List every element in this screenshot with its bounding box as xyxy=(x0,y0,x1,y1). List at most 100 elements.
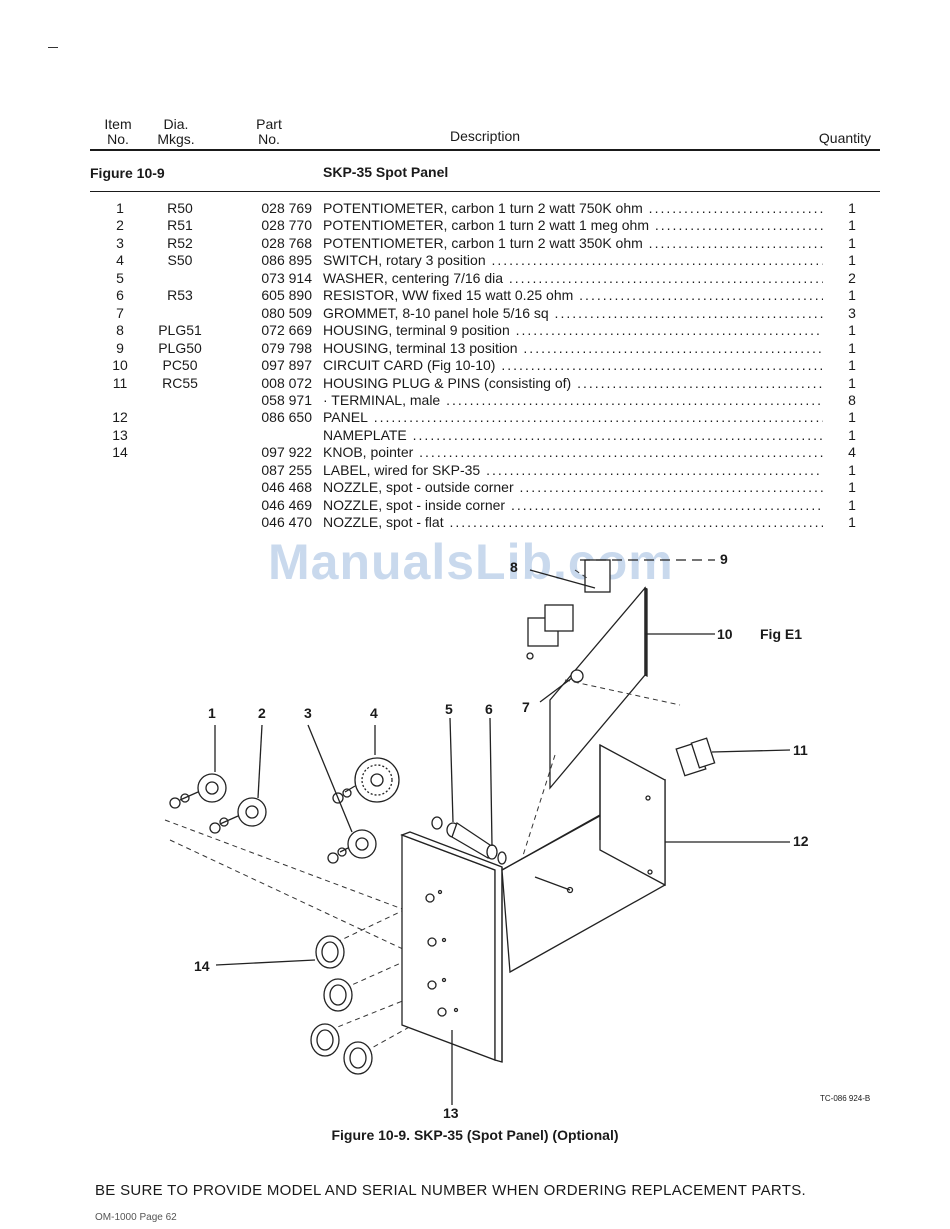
header-dia-line1: Dia. xyxy=(163,116,189,132)
quantity: 1 xyxy=(848,374,856,391)
leader-dots: ........................................… xyxy=(486,461,823,478)
leader-dots: ........................................… xyxy=(654,217,823,234)
part-number: 072 669 xyxy=(261,322,312,339)
leader-dots: ........................................… xyxy=(508,269,823,286)
callout-2: 2 xyxy=(258,705,266,721)
diagram-marking: PLG51 xyxy=(158,322,202,339)
description: · TERMINAL, male .......................… xyxy=(323,392,823,409)
quantity: 1 xyxy=(848,339,856,356)
description: HOUSING, terminal 13 position ..........… xyxy=(323,340,823,357)
callout-5: 5 xyxy=(445,701,453,717)
description-text: POTENTIOMETER, carbon 1 turn 2 watt 350K… xyxy=(323,234,643,251)
description: NOZZLE, spot - flat ....................… xyxy=(323,514,823,531)
description: CIRCUIT CARD (Fig 10-10) ...............… xyxy=(323,357,823,374)
callout-11: 11 xyxy=(793,742,808,758)
potentiometer-1 xyxy=(169,773,227,809)
description-text: · TERMINAL, male xyxy=(323,391,441,408)
leader-dots: ........................................… xyxy=(577,374,823,391)
header-item-line2: No. xyxy=(107,131,129,147)
header-part-line1: Part xyxy=(256,116,282,132)
figure-label: Figure 10-9 xyxy=(90,165,165,181)
quantity: 3 xyxy=(848,304,856,321)
description-text: NOZZLE, spot - flat xyxy=(323,514,444,531)
part-number: 086 895 xyxy=(261,252,312,269)
diagram-marking: R53 xyxy=(167,287,193,304)
description-text: NOZZLE, spot - outside corner xyxy=(323,479,514,496)
leader-dots: ........................................… xyxy=(648,200,823,216)
rotary-switch xyxy=(332,757,400,804)
part-number: 046 470 xyxy=(261,514,312,531)
leader-dots: ........................................… xyxy=(491,252,823,269)
part-number: 097 897 xyxy=(261,357,312,374)
description: PANEL ..................................… xyxy=(323,409,823,426)
quantity: 8 xyxy=(848,391,856,408)
part-number: 087 255 xyxy=(261,461,312,478)
item-number: 10 xyxy=(112,357,128,374)
circuit-card xyxy=(526,559,648,790)
front-panel xyxy=(400,831,503,1063)
part-number: 028 769 xyxy=(261,200,312,216)
callout-1: 1 xyxy=(208,705,216,721)
plug-housing xyxy=(675,737,716,777)
item-number: 13 xyxy=(112,426,128,443)
leader-dots: ........................................… xyxy=(412,426,823,443)
header-quantity: Quantity xyxy=(818,130,872,146)
description: LABEL, wired for SKP-35 ................… xyxy=(323,462,823,479)
leader-dots: ........................................… xyxy=(523,339,823,356)
table-row: 10 PC50 097 897 CIRCUIT CARD (Fig 10-10) ..… xyxy=(90,357,880,374)
description-text: RESISTOR, WW fixed 15 watt 0.25 ohm xyxy=(323,287,574,304)
part-number: 080 509 xyxy=(261,304,312,321)
leader-dots: ........................................… xyxy=(515,322,823,339)
quantity: 2 xyxy=(848,269,856,286)
description: WASHER, centering 7/16 dia .............… xyxy=(323,270,823,287)
item-number: 14 xyxy=(112,444,128,461)
header-rule xyxy=(90,149,880,151)
description: RESISTOR, WW fixed 15 watt 0.25 ohm ....… xyxy=(323,287,823,304)
diagram-marking: PC50 xyxy=(162,357,198,374)
quantity: 1 xyxy=(848,496,856,513)
resistor-assembly xyxy=(431,816,507,865)
leader-dots: ........................................… xyxy=(367,409,823,426)
header-item-line1: Item xyxy=(104,116,132,132)
potentiometer-3 xyxy=(327,829,377,864)
item-number: 6 xyxy=(116,287,124,304)
quantity: 1 xyxy=(848,322,856,339)
leader-dots: ........................................… xyxy=(519,479,823,496)
description-text: KNOB, pointer xyxy=(323,444,414,461)
item-number: 11 xyxy=(112,374,128,391)
item-number: 7 xyxy=(116,304,124,321)
leader-dots: ........................................… xyxy=(579,287,823,304)
part-number: 079 798 xyxy=(261,339,312,356)
header-description: Description xyxy=(449,128,521,144)
item-number: 3 xyxy=(116,234,124,251)
callout-13: 13 xyxy=(443,1105,459,1120)
description-text: WASHER, centering 7/16 dia xyxy=(323,269,504,286)
callout-8: 8 xyxy=(510,559,518,575)
description-text: GROMMET, 8-10 panel hole 5/16 sq xyxy=(323,304,549,321)
description: POTENTIOMETER, carbon 1 turn 2 watt 750K… xyxy=(323,200,823,217)
description: HOUSING PLUG & PINS (consisting of) ....… xyxy=(323,375,823,392)
quantity: 1 xyxy=(848,514,856,531)
quantity: 1 xyxy=(848,217,856,234)
item-number: 5 xyxy=(116,269,124,286)
callout-9: 9 xyxy=(720,551,728,567)
drawing-reference: TC-086 924-B xyxy=(820,1094,871,1103)
quantity: 1 xyxy=(848,287,856,304)
quantity: 1 xyxy=(848,234,856,251)
leader-dots: ........................................… xyxy=(554,304,823,321)
diagram-marking: R51 xyxy=(167,217,193,234)
diagram-marking: R52 xyxy=(167,234,193,251)
table-row: 8 PLG51 072 669 HOUSING, terminal 9 positio… xyxy=(90,322,880,339)
description-text: POTENTIOMETER, carbon 1 turn 2 watt 1 me… xyxy=(323,217,649,234)
description-text: HOUSING, terminal 9 position xyxy=(323,322,510,339)
item-number: 8 xyxy=(116,322,124,339)
leader-dots: ........................................… xyxy=(510,496,823,513)
part-number: 008 072 xyxy=(261,374,312,391)
callout-3: 3 xyxy=(304,705,312,721)
item-number: 9 xyxy=(116,339,124,356)
